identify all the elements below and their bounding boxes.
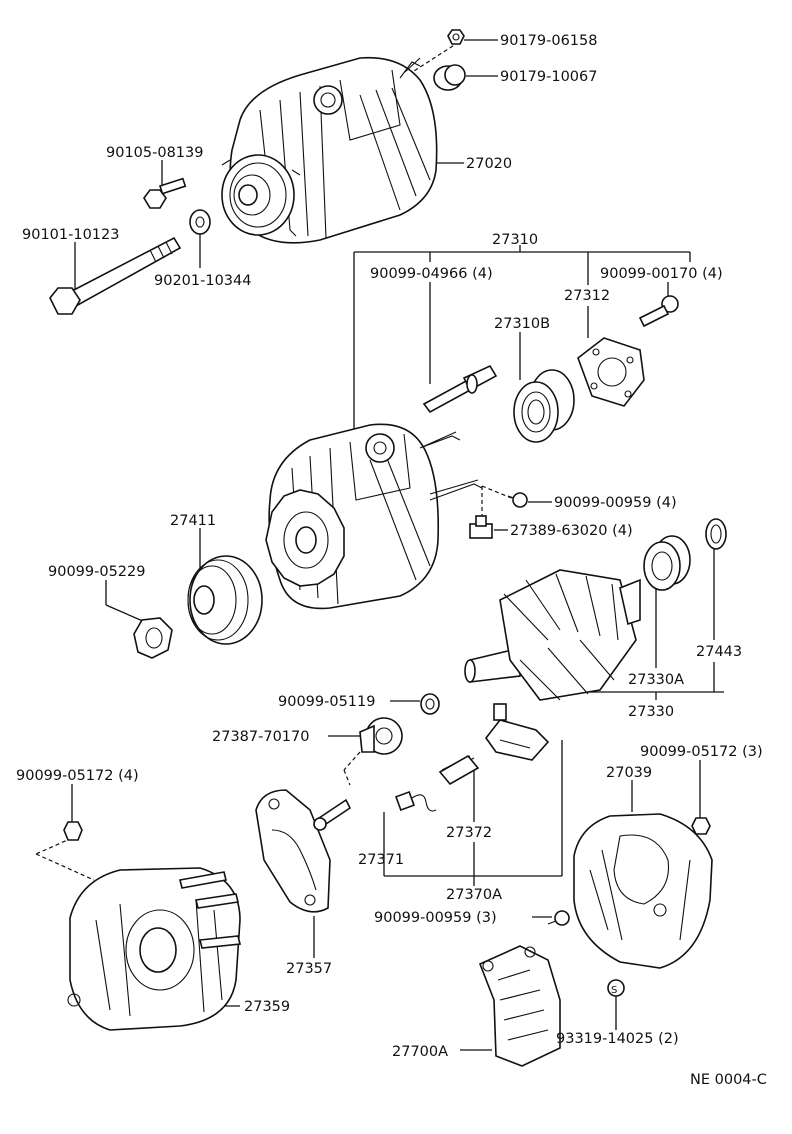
label-27371: 27371 — [358, 852, 404, 868]
label-90105-08139: 90105-08139 — [106, 145, 204, 161]
label-90099-04966: 90099-04966 (4) — [370, 266, 493, 282]
label-27700A: 27700A — [392, 1044, 448, 1060]
screw-90099-00959-4-part — [507, 492, 528, 508]
part-labels: 90179-06158 90179-10067 27020 90105-0813… — [16, 33, 767, 1088]
label-90099-05172-3: 90099-05172 (3) — [640, 744, 763, 760]
alternator-assembly-part — [221, 56, 438, 244]
brush-spring-part — [438, 754, 480, 786]
label-90179-06158: 90179-06158 — [500, 33, 598, 49]
label-27310: 27310 — [492, 232, 538, 248]
rear-end-cover-part — [573, 813, 713, 969]
svg-text:S: S — [611, 985, 617, 996]
label-27443: 27443 — [696, 644, 742, 660]
label-93319-14025: 93319-14025 (2) — [556, 1031, 679, 1047]
leader-lines — [35, 39, 724, 1051]
small-nut-part — [447, 29, 465, 45]
washer-part — [189, 209, 211, 235]
bearing-27310B-part — [513, 369, 575, 443]
label-90101-10123: 90101-10123 — [22, 227, 120, 243]
label-27330A: 27330A — [628, 672, 684, 688]
rear-frame-nut-part — [63, 821, 83, 841]
label-90099-05119: 90099-05119 — [278, 694, 376, 710]
stud-bolt-part — [422, 364, 498, 414]
rear-end-frame-part — [67, 867, 241, 1031]
terminal-nut-part — [433, 64, 466, 91]
insulator-part — [359, 717, 403, 755]
label-90099-00959-4: 90099-00959 (4) — [554, 495, 677, 511]
label-27411: 27411 — [170, 513, 216, 529]
rotor-bearing-part — [643, 535, 691, 591]
label-90099-00959-3: 90099-00959 (3) — [374, 910, 497, 926]
label-27389-63020: 27389-63020 (4) — [510, 523, 633, 539]
label-27359: 27359 — [244, 999, 290, 1015]
brush-part — [395, 791, 437, 812]
screw-90099-00170-part — [638, 295, 679, 328]
label-27039: 27039 — [606, 765, 652, 781]
bolt-90105-part — [143, 177, 187, 209]
regulator-part — [478, 945, 561, 1067]
brush-holder-part — [485, 703, 550, 761]
label-27330: 27330 — [628, 704, 674, 720]
label-90179-10067: 90179-10067 — [500, 69, 598, 85]
regulator-washer-part: S — [607, 979, 625, 997]
rotor-part — [464, 569, 641, 701]
bearing-cover-ring-part — [705, 518, 727, 550]
label-27357: 27357 — [286, 961, 332, 977]
label-90099-05172-4: 90099-05172 (4) — [16, 768, 139, 784]
diagram-code: NE 0004-C — [690, 1072, 767, 1088]
clip-part — [469, 515, 493, 539]
screw-90099-00959-3-part — [547, 910, 570, 926]
terminal-insulator-nut-part — [420, 693, 440, 715]
label-27372: 27372 — [446, 825, 492, 841]
pulley-part — [187, 555, 263, 645]
label-27312: 27312 — [564, 288, 610, 304]
rectifier-part — [255, 789, 352, 913]
label-90201-10344: 90201-10344 — [154, 273, 252, 289]
pulley-nut-part — [133, 617, 173, 659]
label-27020: 27020 — [466, 156, 512, 172]
retainer-plate-part — [577, 337, 645, 407]
label-27370A: 27370A — [446, 887, 502, 903]
long-bolt-part — [49, 236, 182, 315]
drive-end-frame-part — [265, 423, 483, 610]
label-90099-00170: 90099-00170 (4) — [600, 266, 723, 282]
rear-cover-nut-part — [691, 817, 711, 835]
label-27387-70170: 27387-70170 — [212, 729, 310, 745]
label-27310B: 27310B — [494, 316, 550, 332]
label-90099-05229: 90099-05229 — [48, 564, 146, 580]
